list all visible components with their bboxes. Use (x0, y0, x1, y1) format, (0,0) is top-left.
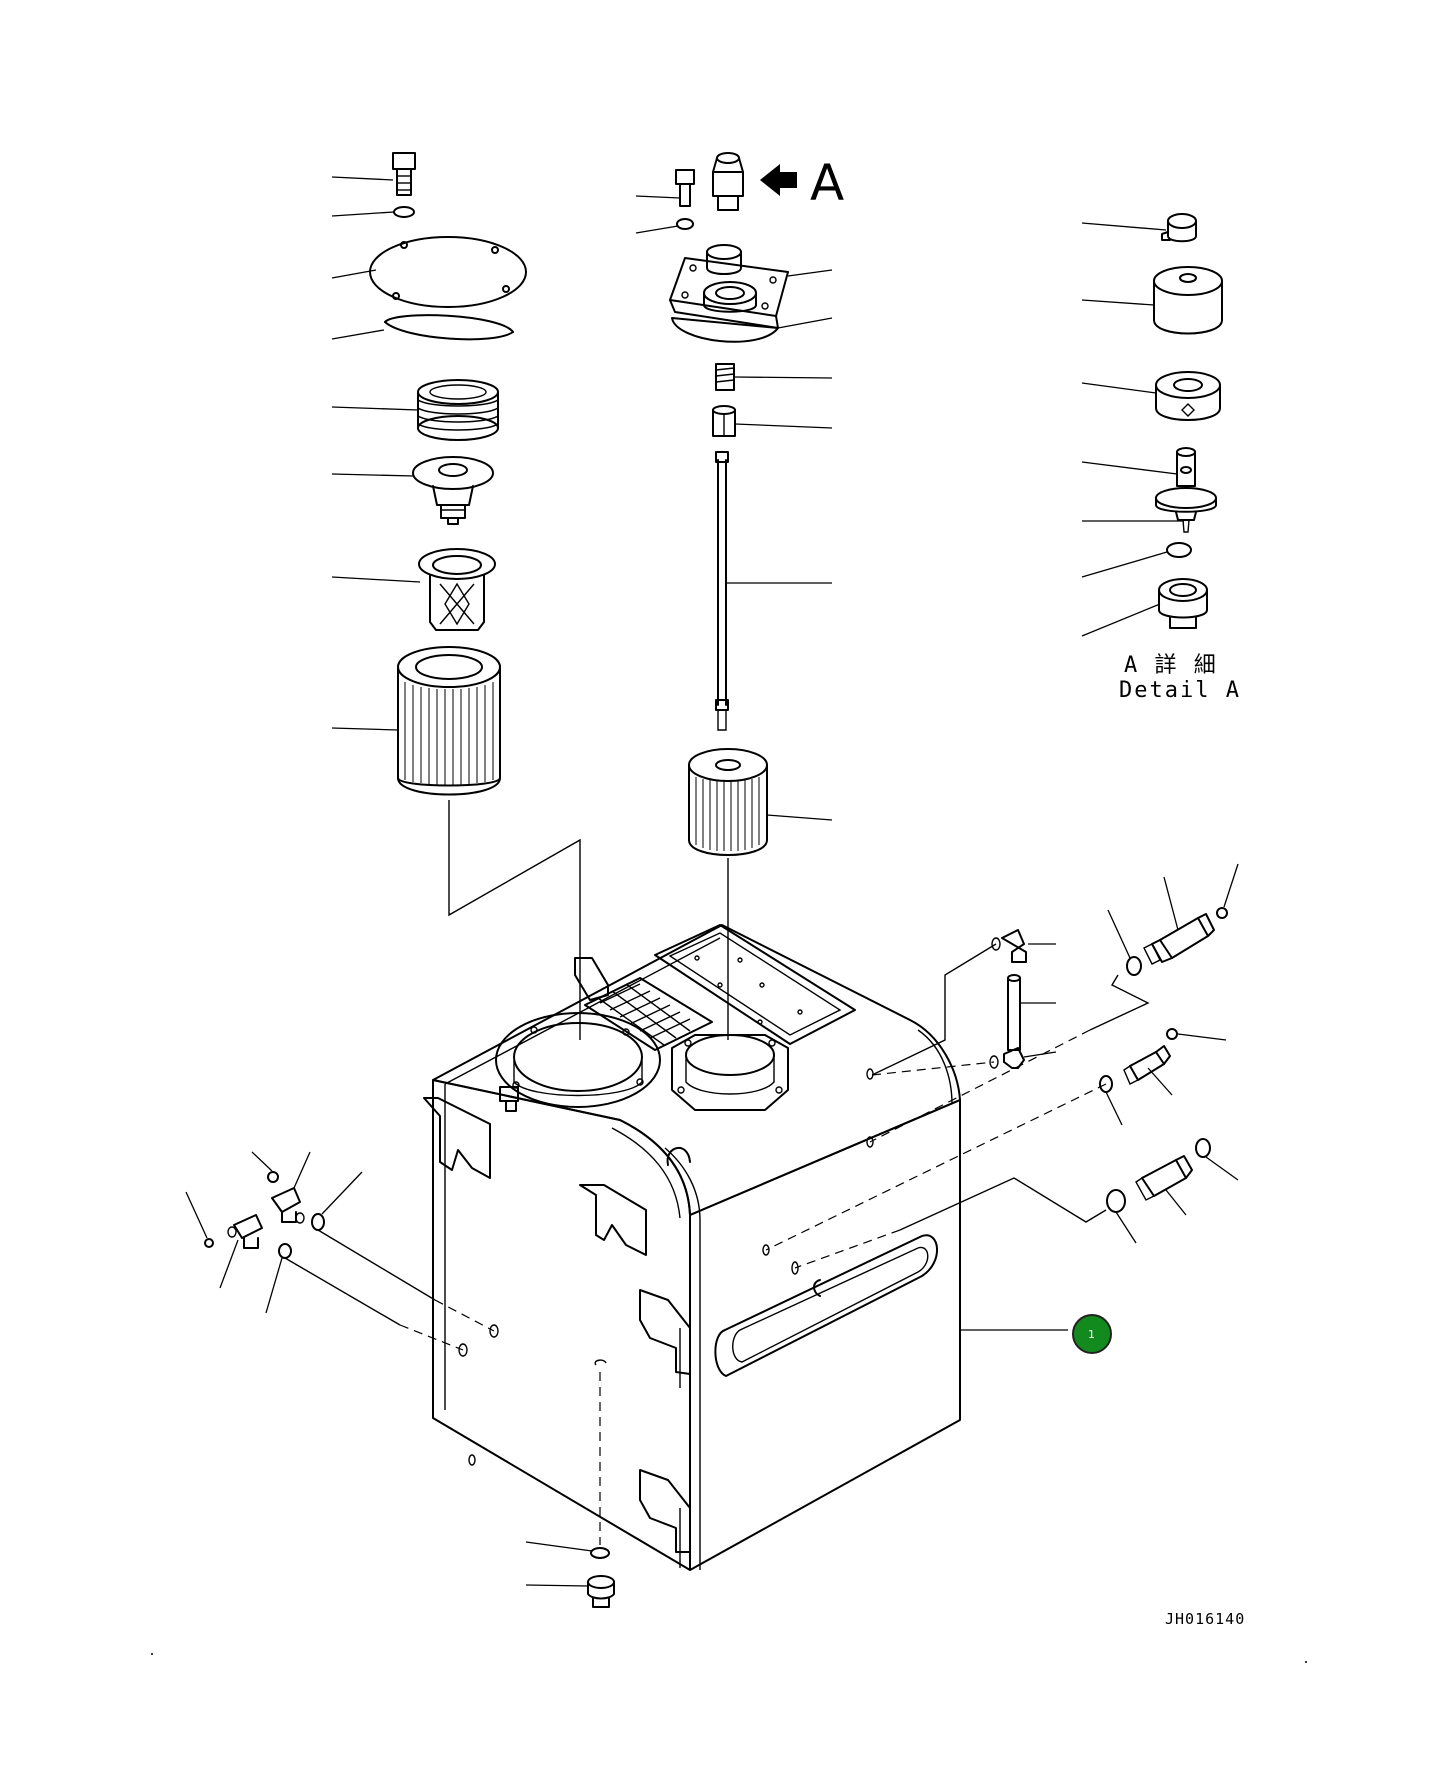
sensor-seal (1217, 908, 1227, 918)
hydraulic-tank (424, 925, 960, 1607)
sensor-o-ring (1127, 957, 1141, 975)
adapter-fitting-lower (1136, 1156, 1192, 1200)
bypass-valve (413, 457, 493, 524)
strainer-basket (419, 549, 495, 630)
breather-element (1156, 372, 1220, 420)
detail-leader-lines (1082, 223, 1184, 636)
adapter-seal-middle (1167, 1029, 1177, 1039)
drain-leader-lower (526, 1585, 588, 1586)
left-filter-assembly (332, 153, 580, 1040)
rod-nut (713, 406, 735, 436)
left-o-ring-b (279, 1244, 291, 1258)
left-seal-lower (205, 1239, 213, 1247)
left-side-fittings (186, 1152, 494, 1350)
strainer-rod (716, 452, 728, 730)
cover-gasket-ring (385, 315, 513, 339)
tank-level-cap (500, 1087, 518, 1111)
pressure-sensor-fitting (1144, 914, 1214, 964)
filter-cover-plate (370, 237, 526, 307)
breather-adapter (1159, 579, 1207, 628)
tank-lift-bracket (575, 958, 608, 1000)
suction-strainer (689, 749, 767, 855)
tank-sight-gauge (715, 1235, 937, 1376)
filler-nozzle (707, 245, 741, 274)
tank-front-face (433, 1080, 690, 1570)
flange-gasket (672, 318, 778, 342)
corner-mark-left (151, 1653, 153, 1655)
cover-bolt (393, 153, 415, 195)
breather-valve-body (1156, 448, 1216, 532)
breather-spring (716, 364, 734, 390)
right-leader-lines (960, 864, 1238, 1330)
view-arrow (760, 164, 797, 196)
flange-washer (677, 219, 693, 229)
detail-cap (1162, 214, 1196, 241)
filler-flange (670, 258, 788, 328)
elbow-fitting-lower (990, 1048, 1024, 1068)
tank-inspection-cover (655, 925, 855, 1044)
left-seal-upper (268, 1172, 278, 1182)
view-arrow-label: A (810, 154, 844, 212)
right-side-fittings (766, 864, 1238, 1330)
left-elbow-fitting-upper (272, 1188, 304, 1223)
breather-cap (713, 153, 743, 210)
fitting-route-lines (766, 944, 1148, 1268)
return-filter-element (398, 647, 500, 795)
left-fitting-routes (285, 1230, 494, 1350)
callout-number: 1 (1088, 1328, 1095, 1341)
connecting-tube (1008, 975, 1020, 1050)
detail-o-ring (1167, 543, 1191, 557)
detail-caption-en: Detail A (1119, 678, 1241, 703)
filter-spring (418, 380, 498, 440)
breather-body-cap (1154, 267, 1222, 334)
drawing-number: JH016140 (1165, 1610, 1245, 1628)
tank-mount-brackets (424, 1098, 690, 1568)
flange-bolt (676, 170, 694, 206)
left-o-ring-a (312, 1214, 324, 1230)
left-leader-lines-lower (186, 1152, 362, 1313)
adapter-fitting-middle (1124, 1046, 1170, 1084)
detail-a-assembly: A 詳 細 Detail A (1082, 214, 1241, 703)
center-filter-assembly: A (636, 153, 844, 1040)
part-callout-1[interactable]: 1 (1073, 1315, 1111, 1353)
tank-side-face (690, 1100, 960, 1570)
drain-leader-upper (526, 1542, 592, 1551)
tank-perforated-plate (585, 978, 712, 1050)
left-elbow-fitting-lower (228, 1215, 262, 1248)
corner-mark-right (1305, 1661, 1307, 1663)
center-leader-lines (636, 196, 832, 820)
cover-washer (394, 207, 414, 217)
left-leader-lines (332, 177, 420, 730)
tank-suction-port (672, 1035, 788, 1110)
adapter-o-ring-lower-a (1107, 1190, 1125, 1212)
tank-return-port (496, 1013, 660, 1107)
tank-drain-plug (588, 1548, 614, 1607)
detail-caption-jp: A 詳 細 (1124, 653, 1218, 678)
elbow-fitting-upper (992, 930, 1026, 962)
callout-badge[interactable] (1073, 1315, 1111, 1353)
tank-top-handle (668, 1148, 690, 1165)
adapter-o-ring-lower-b (1196, 1139, 1210, 1157)
